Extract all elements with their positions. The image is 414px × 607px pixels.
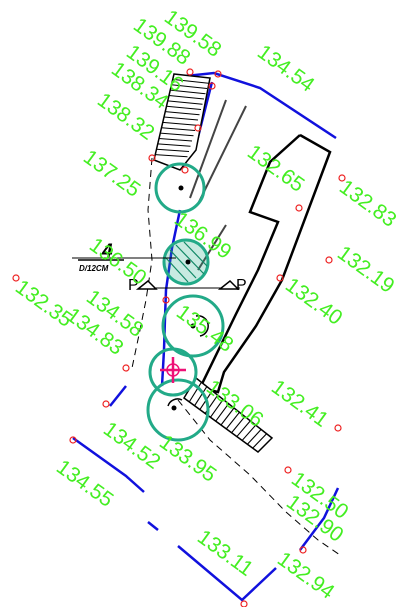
stair-tread bbox=[161, 127, 196, 132]
survey-point bbox=[276, 274, 284, 282]
survey-point bbox=[240, 600, 248, 607]
spot-elevation: 132.40 bbox=[281, 273, 346, 329]
stair-tread bbox=[167, 100, 203, 105]
utility-lines bbox=[189, 99, 247, 271]
tree-canopy bbox=[148, 347, 198, 397]
stair-tread bbox=[157, 143, 191, 147]
survey-point bbox=[148, 154, 156, 162]
stair-tread bbox=[158, 137, 193, 142]
upper-stairs bbox=[153, 73, 211, 171]
survey-points bbox=[12, 68, 346, 607]
survey-point bbox=[181, 166, 189, 174]
survey-point bbox=[214, 70, 222, 78]
tree-canopy bbox=[154, 162, 206, 214]
survey-point bbox=[334, 424, 342, 432]
section-number: 4 bbox=[101, 241, 113, 262]
property-line bbox=[72, 71, 340, 602]
dashed-lines bbox=[131, 157, 341, 556]
spot-elevation: 137.25 bbox=[79, 145, 144, 201]
survey-point bbox=[102, 400, 110, 408]
tree-arc-symbols bbox=[167, 315, 209, 407]
stair-tread bbox=[171, 84, 208, 90]
spot-elevation: 132.35 bbox=[11, 275, 76, 331]
stair-tread bbox=[231, 416, 246, 434]
stair-tread bbox=[163, 116, 199, 121]
tree-hatching bbox=[165, 241, 208, 283]
section-marker: 4 D/12CM bbox=[78, 241, 124, 273]
survey-point bbox=[69, 436, 77, 444]
tree-canopy bbox=[146, 378, 210, 442]
survey-point bbox=[194, 124, 202, 132]
survey-point bbox=[284, 466, 292, 474]
stair-tread bbox=[166, 105, 202, 111]
stair-tread bbox=[215, 403, 230, 422]
section-cut: P P bbox=[72, 257, 247, 294]
stair-tread bbox=[220, 407, 235, 426]
survey-point bbox=[122, 364, 130, 372]
spot-elevation: 134.52 bbox=[99, 417, 164, 473]
survey-point bbox=[325, 256, 333, 264]
spot-elevation: 132.19 bbox=[333, 241, 398, 297]
stair-tread bbox=[241, 424, 257, 441]
stair-tread bbox=[225, 411, 240, 430]
stair-tread bbox=[172, 78, 209, 84]
spot-elevation: 133.11 bbox=[193, 525, 257, 580]
survey-point bbox=[338, 174, 346, 182]
stair-tread bbox=[188, 381, 202, 403]
stair-tread bbox=[247, 429, 262, 445]
spot-elevation: 132.65 bbox=[243, 140, 308, 196]
stair-tread bbox=[162, 121, 197, 126]
survey-point bbox=[12, 274, 20, 282]
survey-point bbox=[162, 296, 170, 304]
stair-tread bbox=[156, 148, 190, 153]
survey-point bbox=[299, 546, 307, 554]
stair-tread bbox=[209, 399, 224, 418]
survey-point bbox=[186, 68, 194, 76]
survey-point bbox=[295, 204, 303, 212]
spot-elevation: 136.50 bbox=[85, 233, 150, 289]
stair-tread bbox=[165, 111, 200, 116]
stair-tread bbox=[236, 420, 251, 437]
spot-elevation: 132.41 bbox=[267, 375, 332, 431]
stair-tread bbox=[170, 89, 206, 95]
stair-tread bbox=[155, 154, 188, 158]
survey-point bbox=[208, 82, 216, 90]
tree-canopy bbox=[161, 294, 225, 358]
section-sheet: D/12CM bbox=[79, 264, 109, 273]
spot-elevation: 132.94 bbox=[273, 547, 339, 604]
stair-tread bbox=[194, 386, 208, 407]
cut-label-right: P bbox=[236, 277, 247, 294]
stair-tread bbox=[168, 94, 205, 100]
stair-tread bbox=[160, 132, 194, 137]
stair-tread bbox=[252, 433, 267, 449]
utility-marker bbox=[160, 357, 186, 383]
cut-label-left: P bbox=[128, 277, 139, 294]
spot-elevation: 132.83 bbox=[335, 175, 400, 231]
tree-trunk-dots bbox=[171, 185, 196, 411]
